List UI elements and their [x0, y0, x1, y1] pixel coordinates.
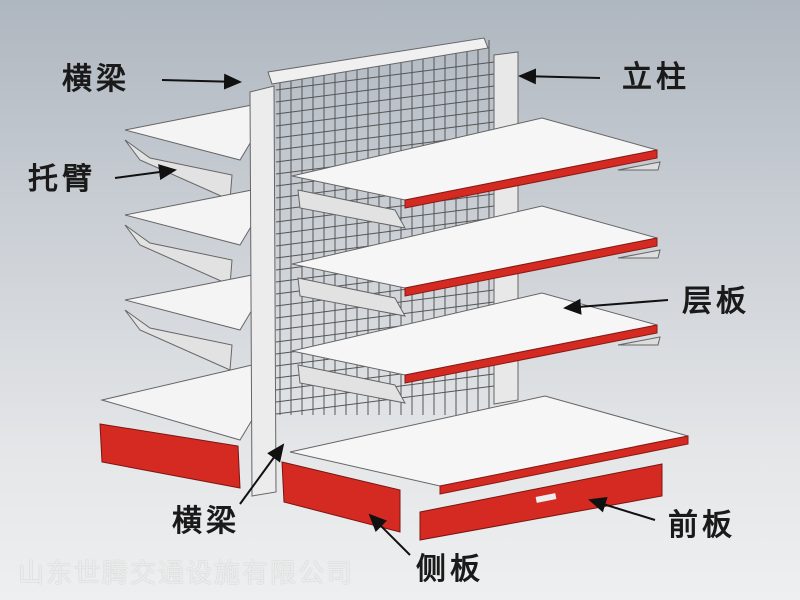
- bottom-shelf-edge: [439, 435, 689, 495]
- label-bracket: 托臂: [28, 162, 96, 197]
- left-shelf: [124, 189, 253, 246]
- left-bracket: [124, 224, 233, 286]
- right-shelf-edge: [404, 149, 658, 209]
- front-panel-handle: [535, 493, 557, 503]
- mesh-wire: [275, 121, 495, 151]
- arrow-bracket: [114, 164, 177, 181]
- mesh-wire: [275, 109, 495, 139]
- left-upright: [249, 85, 277, 497]
- right-bracket-end: [617, 336, 661, 346]
- right-bracket-end: [617, 249, 661, 259]
- label-front-panel: 前板: [668, 508, 736, 543]
- left-shelf: [124, 104, 253, 161]
- label-shelf-board: 层板: [682, 284, 750, 319]
- right-bracket-end: [617, 161, 661, 171]
- right-shelf-edge: [404, 324, 658, 384]
- label-crossbeam-top: 横梁: [62, 62, 130, 97]
- mesh-wire: [275, 301, 495, 331]
- side-panel-left: [99, 423, 241, 489]
- mesh-wire: [275, 97, 495, 127]
- right-shelf-edge: [404, 237, 658, 297]
- right-bracket: [297, 189, 406, 229]
- arrow-front-panel: [588, 497, 656, 521]
- left-shelves: [100, 104, 253, 441]
- left-bracket: [124, 139, 233, 201]
- watermark: 山东世腾交通设施有限公司: [18, 559, 355, 589]
- right-bracket: [297, 277, 406, 317]
- right-shelves: [291, 117, 661, 404]
- arrow-crossbeam-top: [161, 73, 242, 90]
- top-beam: [267, 37, 489, 85]
- mesh-wire: [275, 61, 495, 91]
- arrow-shelf-board: [563, 298, 669, 315]
- arrow-upright: [518, 68, 601, 85]
- left-bracket: [124, 309, 233, 371]
- label-crossbeam-bottom: 横梁: [172, 504, 240, 539]
- arrow-crossbeam-bottom: [239, 443, 285, 505]
- mesh-wire: [275, 217, 495, 247]
- right-bracket: [297, 364, 406, 404]
- mesh-wire: [275, 73, 495, 103]
- label-upright: 立柱: [622, 60, 690, 95]
- arrow-side-panel: [368, 513, 411, 556]
- left-shelf: [124, 274, 253, 331]
- mesh-wire: [275, 85, 495, 115]
- mesh-wire: [275, 385, 495, 415]
- label-side-panel: 侧板: [416, 552, 484, 587]
